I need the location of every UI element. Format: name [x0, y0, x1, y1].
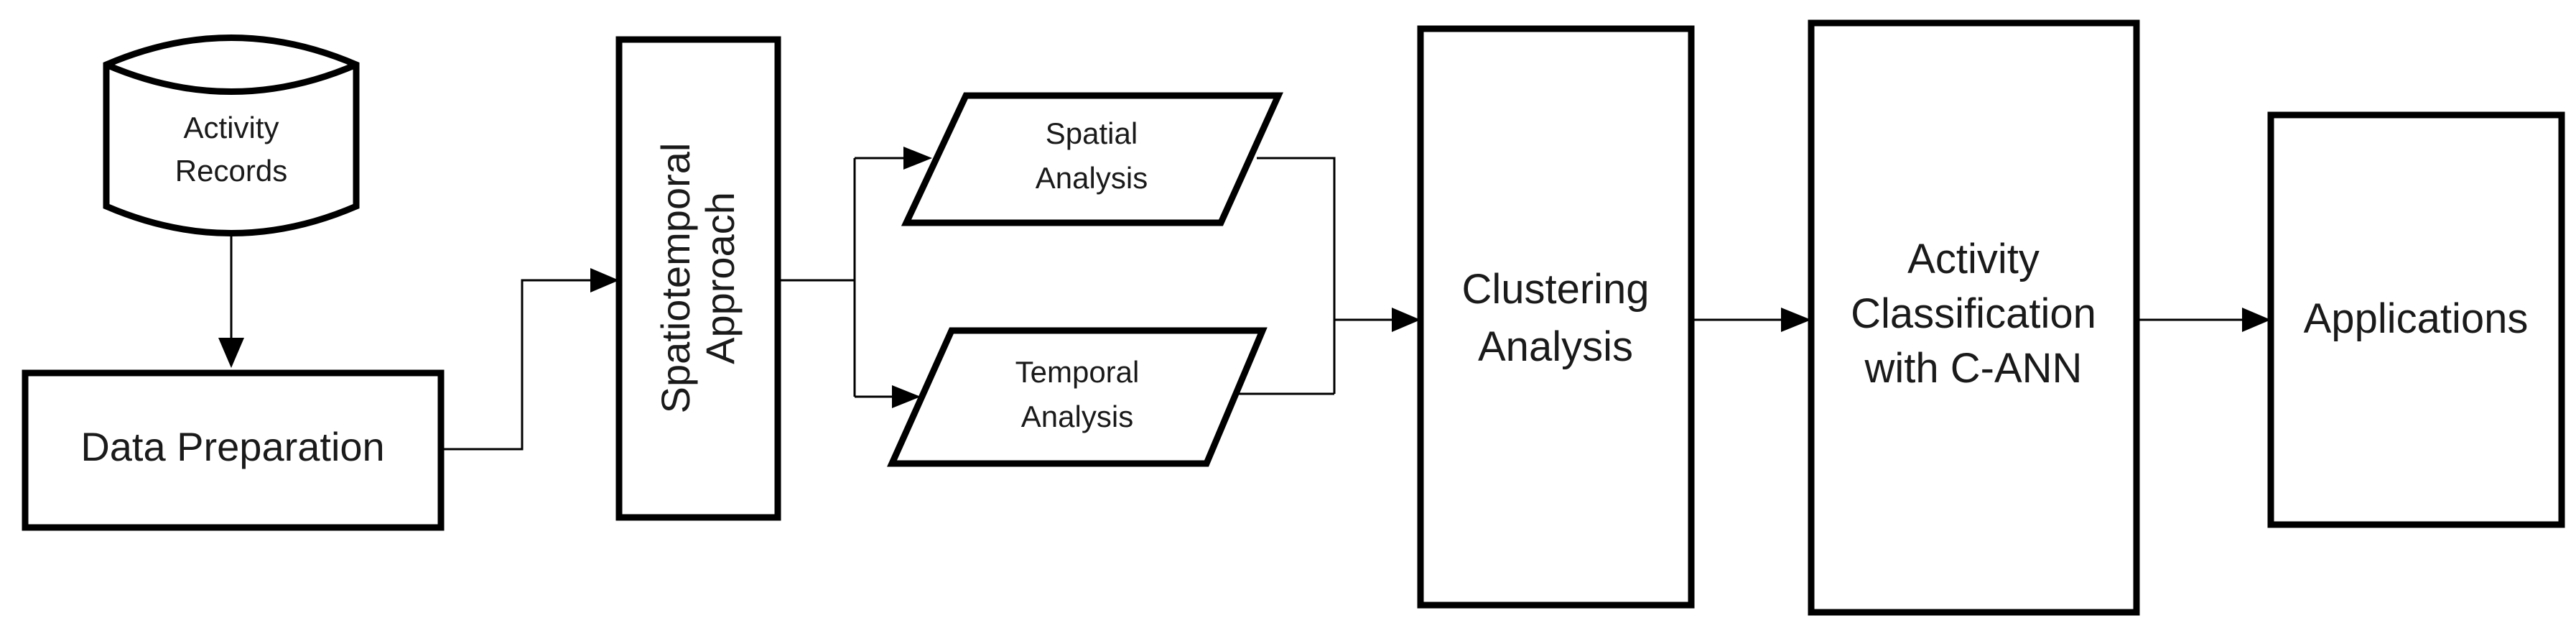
- temporal-analysis-label-line2: Analysis: [1021, 400, 1133, 433]
- activity-classification-node: Activity Classification with C-ANN: [1808, 19, 2140, 616]
- activity-classification-label-line2: Classification: [1851, 290, 2096, 337]
- arrowhead-split-to-temporal: [892, 385, 921, 408]
- spatiotemporal-approach-label-line1: Spatiotemporal: [653, 143, 698, 414]
- data-preparation-label: Data Preparation: [80, 424, 384, 469]
- spatial-analysis-shape: [901, 92, 1283, 226]
- arrowhead-preparation-to-approach: [590, 268, 619, 292]
- connector-spatial-to-merge: [1257, 157, 1336, 394]
- arrowhead-classification-to-applications: [2242, 308, 2271, 332]
- spatial-analysis-label-line2: Analysis: [1036, 161, 1148, 195]
- activity-classification-label-line3: with C-ANN: [1864, 345, 2083, 392]
- activity-classification-box: [1808, 19, 2140, 616]
- data-preparation-node: Data Preparation: [22, 369, 445, 531]
- spatiotemporal-approach-label-line2: Approach: [697, 192, 743, 364]
- arrowhead-merge-to-clustering: [1392, 308, 1420, 332]
- database-top-rim: [105, 61, 358, 95]
- temporal-analysis-node: Temporal Analysis: [887, 327, 1268, 467]
- clustering-analysis-label-line1: Clustering: [1461, 266, 1649, 313]
- activity-classification-label-line1: Activity: [1907, 236, 2040, 282]
- applications-box: [2267, 111, 2565, 528]
- activity-records-label-line1: Activity: [183, 111, 279, 144]
- activity-records-node: Activity Records: [103, 34, 360, 236]
- connector-preparation-to-approach: [441, 279, 590, 451]
- clustering-analysis-label-line2: Analysis: [1478, 323, 1633, 370]
- arrowhead-split-to-spatial: [903, 147, 932, 170]
- arrowhead-records-to-preparation: [218, 338, 244, 368]
- spatial-analysis-node: Spatial Analysis: [901, 92, 1283, 226]
- spatiotemporal-approach-node: Spatiotemporal Approach: [615, 36, 781, 521]
- applications-node: Applications: [2267, 111, 2565, 528]
- applications-label: Applications: [2304, 295, 2529, 342]
- arrowhead-clustering-to-classification: [1781, 308, 1811, 332]
- activity-records-label-line2: Records: [175, 154, 287, 188]
- temporal-analysis-label-line1: Temporal: [1015, 355, 1140, 389]
- data-preparation-box: [22, 369, 445, 531]
- spatial-analysis-label-line1: Spatial: [1046, 116, 1138, 150]
- clustering-analysis-box: [1417, 25, 1695, 609]
- temporal-analysis-shape: [887, 327, 1268, 467]
- spatiotemporal-approach-box: [615, 36, 781, 521]
- clustering-analysis-node: Clustering Analysis: [1417, 25, 1695, 609]
